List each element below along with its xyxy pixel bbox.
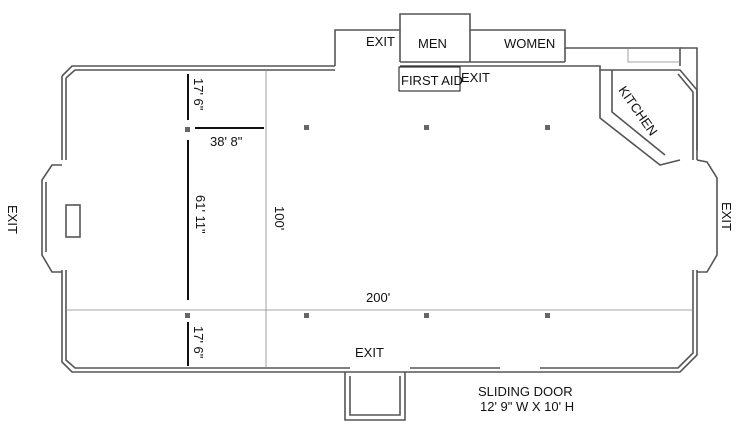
label-exit-left: EXIT xyxy=(5,205,20,234)
first-aid-box xyxy=(398,66,461,92)
dim-middle-span: 61' 11" xyxy=(193,195,208,234)
label-exit-top-mid: EXIT xyxy=(461,70,490,85)
dim-length: 200' xyxy=(366,290,390,305)
dim-width: 100' xyxy=(272,206,287,230)
label-exit-bottom: EXIT xyxy=(355,345,384,360)
columns xyxy=(185,125,550,318)
dim-bottom-offset: 17' 6" xyxy=(191,326,206,359)
label-sliding-door: SLIDING DOOR xyxy=(478,384,573,399)
dim-column-to-line: 38' 8" xyxy=(210,134,243,149)
dim-top-offset: 17' 6" xyxy=(191,78,206,111)
label-first-aid: FIRST AID xyxy=(401,73,463,88)
dimension-lines xyxy=(187,74,264,366)
label-kitchen: KITCHEN xyxy=(616,83,661,138)
label-women: WOMEN xyxy=(504,36,555,51)
hall-walls xyxy=(41,13,718,421)
label-exit-top-left: EXIT xyxy=(366,34,395,49)
label-men: MEN xyxy=(418,36,447,51)
label-exit-right: EXIT xyxy=(719,202,734,231)
label-sliding-door-size: 12' 9" W X 10' H xyxy=(480,399,574,414)
